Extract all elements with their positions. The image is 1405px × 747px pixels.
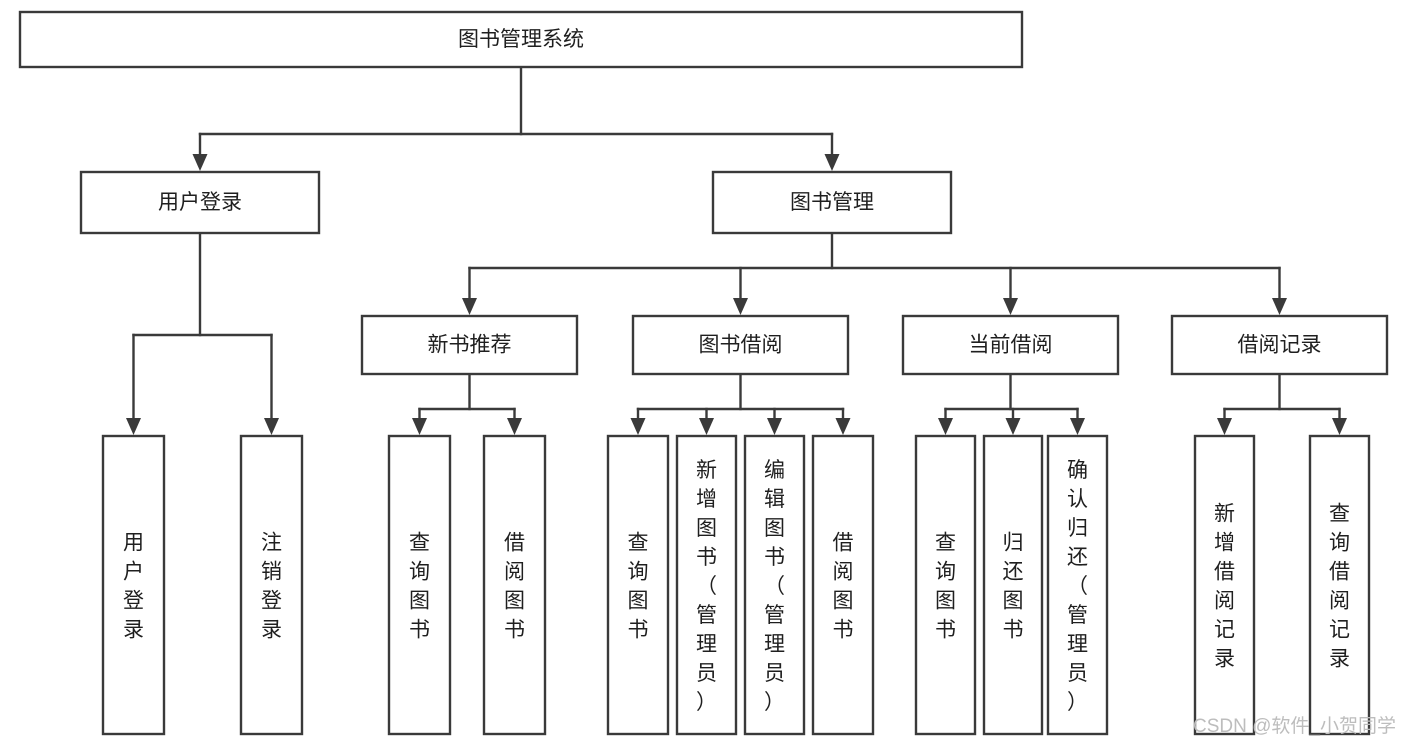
node-box-outline: [1046, 434, 1109, 736]
node-current-borrow[interactable]: 当前借阅: [901, 314, 1120, 376]
node-label: 用户登录: [158, 191, 242, 214]
arrow-head-icon: [1003, 298, 1018, 315]
arrow-head-icon: [835, 418, 851, 435]
node-label: 借阅图书: [833, 532, 854, 642]
arrow-head-icon: [1070, 418, 1085, 435]
node-box-outline: [360, 314, 579, 376]
node-box-outline: [606, 434, 670, 736]
node-box-outline: [982, 434, 1044, 736]
arrow-head-icon: [733, 298, 748, 315]
node-leaf-edit-book[interactable]: 编辑图书（管理员）: [743, 434, 806, 736]
arrow-head-icon: [264, 418, 279, 435]
arrow-head-icon: [192, 154, 208, 171]
connectors-layer: [126, 65, 1347, 435]
node-box-outline: [914, 434, 977, 736]
node-leaf-add-book[interactable]: 新增图书（管理员）: [675, 434, 738, 736]
node-borrow-record[interactable]: 借阅记录: [1170, 314, 1389, 376]
node-root[interactable]: 图书管理系统: [18, 10, 1024, 69]
node-leaf-user-login[interactable]: 用户登录: [101, 434, 166, 736]
node-box-outline: [387, 434, 452, 736]
node-user-login[interactable]: 用户登录: [79, 170, 321, 235]
node-label: 图书管理系统: [458, 28, 584, 51]
arrow-head-icon: [767, 418, 782, 435]
node-leaf-query-book-borrow[interactable]: 查询图书: [606, 434, 670, 736]
node-label: 当前借阅: [969, 334, 1053, 357]
csdn-watermark: CSDN @软件_小贺同学: [1193, 715, 1396, 737]
node-box-outline: [101, 434, 166, 736]
node-label: 查询借阅记录: [1329, 503, 1350, 671]
node-box-outline: [79, 170, 321, 235]
arrow-head-icon: [630, 418, 646, 435]
node-label: 新增借阅记录: [1214, 503, 1235, 671]
node-leaf-query-book-recommend[interactable]: 查询图书: [387, 434, 452, 736]
arrow-head-icon: [462, 298, 477, 315]
node-leaf-return-book[interactable]: 归还图书: [982, 434, 1044, 736]
node-leaf-add-borrow-record[interactable]: 新增借阅记录: [1193, 434, 1256, 736]
arrow-head-icon: [1217, 418, 1232, 435]
node-box-outline: [1308, 434, 1371, 736]
node-label: 新增图书（管理员）: [696, 459, 717, 714]
node-box-outline: [811, 434, 875, 736]
arrow-head-icon: [507, 418, 522, 435]
node-label: 查询图书: [628, 532, 649, 642]
node-box-outline: [239, 434, 304, 736]
node-book-borrow[interactable]: 图书借阅: [631, 314, 850, 376]
node-label: 查询图书: [935, 532, 956, 642]
node-label: 用户登录: [123, 532, 144, 642]
node-label: 注销登录: [261, 532, 282, 642]
arrow-head-icon: [938, 418, 953, 435]
arrow-head-icon: [412, 418, 427, 435]
node-box-outline: [711, 170, 953, 235]
node-leaf-logout-login[interactable]: 注销登录: [239, 434, 304, 736]
node-label: 图书管理: [790, 191, 874, 214]
node-box-outline: [675, 434, 738, 736]
node-leaf-borrow-book[interactable]: 借阅图书: [811, 434, 875, 736]
node-label: 查询图书: [409, 532, 430, 642]
arrow-head-icon: [126, 418, 141, 435]
node-label: 新书推荐: [428, 334, 512, 357]
node-box-outline: [901, 314, 1120, 376]
arrow-head-icon: [1272, 298, 1287, 315]
node-box-outline: [631, 314, 850, 376]
node-box-outline: [18, 10, 1024, 69]
node-label: 编辑图书（管理员）: [764, 459, 785, 714]
node-leaf-borrow-book-recommend[interactable]: 借阅图书: [482, 434, 547, 736]
node-label: 借阅记录: [1238, 334, 1322, 357]
node-leaf-query-borrow-record[interactable]: 查询借阅记录: [1308, 434, 1371, 736]
node-new-book-recommend[interactable]: 新书推荐: [360, 314, 579, 376]
arrow-head-icon: [1332, 418, 1347, 435]
node-box-outline: [1193, 434, 1256, 736]
arrow-head-icon: [699, 418, 714, 435]
boxes-layer: 图书管理系统用户登录图书管理新书推荐图书借阅当前借阅借阅记录用户登录注销登录查询…: [18, 10, 1389, 736]
node-label: 确认归还（管理员）: [1067, 459, 1088, 714]
node-leaf-confirm-return[interactable]: 确认归还（管理员）: [1046, 434, 1109, 736]
node-label: 图书借阅: [699, 334, 783, 357]
node-box-outline: [1170, 314, 1389, 376]
arrow-head-icon: [1005, 418, 1021, 435]
node-label: 归还图书: [1003, 532, 1024, 642]
node-book-management[interactable]: 图书管理: [711, 170, 953, 235]
node-box-outline: [743, 434, 806, 736]
arrow-head-icon: [824, 154, 840, 171]
node-box-outline: [482, 434, 547, 736]
node-leaf-query-book-current[interactable]: 查询图书: [914, 434, 977, 736]
node-label: 借阅图书: [504, 532, 525, 642]
